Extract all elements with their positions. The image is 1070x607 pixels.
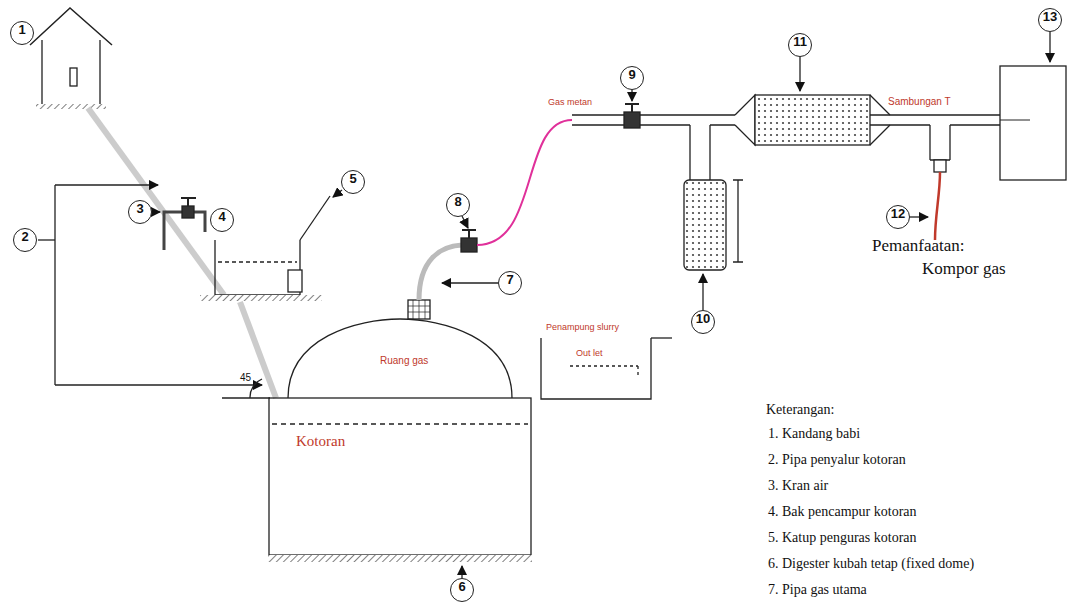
callout-number: 8 xyxy=(446,193,470,217)
part-label: Sambungan T xyxy=(888,96,951,107)
legend-item: 4. Bak pencampur kotoran xyxy=(768,504,917,520)
use-label: Pemanfaatan: xyxy=(872,236,965,256)
callout-number: 1 xyxy=(10,21,34,45)
digester: Ruang gasKotoran xyxy=(268,315,532,565)
legend-item: 2. Pipa penyalur kotoran xyxy=(768,452,906,468)
legend-item: 5. Katup penguras kotoran xyxy=(768,530,917,546)
node-text: Ruang gas xyxy=(380,355,428,366)
callout-number: 12 xyxy=(886,205,910,229)
callout-number: 9 xyxy=(620,66,644,90)
legend-item: 6. Digester kubah tetap (fixed dome) xyxy=(768,556,974,572)
node-text: Out let xyxy=(576,348,603,358)
callout-number: 5 xyxy=(341,170,365,194)
callout-number: 2 xyxy=(13,228,37,252)
callout-number: 10 xyxy=(691,310,715,334)
callout-number: 6 xyxy=(450,578,474,602)
node-text: Penampung slurry xyxy=(546,322,619,332)
angle-label: 45 xyxy=(240,372,251,383)
legend-item: 1. Kandang babi xyxy=(768,426,860,442)
legend-heading: Keterangan: xyxy=(766,402,834,418)
callout-number: 4 xyxy=(210,208,234,232)
callout-number: 11 xyxy=(788,33,812,57)
use-label: Kompor gas xyxy=(922,259,1006,279)
gas-label: Gas metan xyxy=(548,97,592,107)
callout-number: 7 xyxy=(498,271,522,295)
outlet-chamber: Penampung slurryOut let xyxy=(540,338,652,400)
legend-item: 7. Pipa gas utama xyxy=(768,582,867,598)
node-text: Kotoran xyxy=(296,433,345,450)
callout-number: 13 xyxy=(1038,8,1062,32)
callout-number: 3 xyxy=(128,200,152,224)
legend-item: 3. Kran air xyxy=(768,478,828,494)
